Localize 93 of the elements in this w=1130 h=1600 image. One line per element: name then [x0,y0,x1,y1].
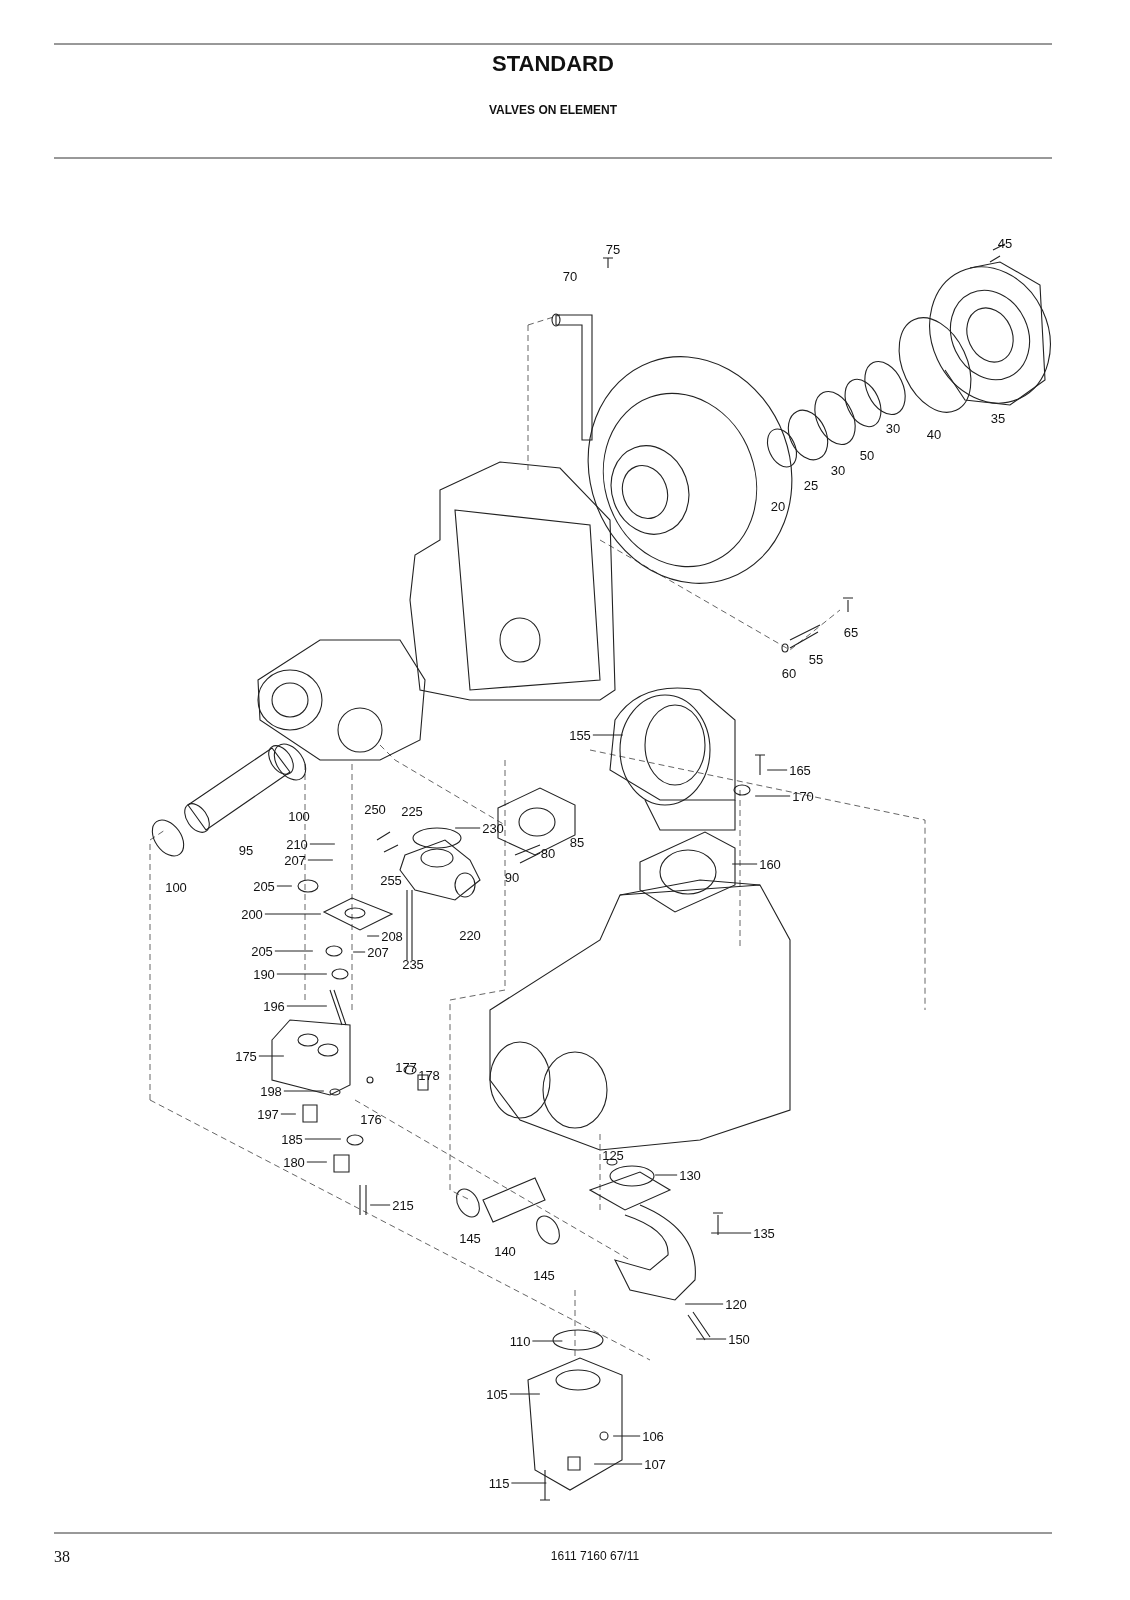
callout-number: 255 [380,872,402,888]
leader-line [366,935,380,937]
callout-number: 135 [753,1225,775,1241]
leader-line [509,1393,541,1395]
callout-number: 190 [253,966,275,982]
leader-line [593,1463,643,1465]
leader-line [307,859,334,861]
leader-line [286,1005,328,1007]
callout-number: 145 [533,1267,555,1283]
leader-line [369,1204,391,1206]
callout-number: 205 [251,943,273,959]
leader-line [684,1303,724,1305]
callout-number: 205 [253,878,275,894]
leader-line [280,1113,297,1115]
leader-line [454,827,481,829]
callout-number: 225 [401,803,423,819]
callout-number: 55 [808,651,824,667]
leader-line [612,1435,641,1437]
callout-number: 75 [605,241,621,257]
callout-number: 40 [926,426,942,442]
leader-line [283,1090,325,1092]
callout-number: 95 [238,842,254,858]
leader-line [531,1340,563,1342]
callout-number: 220 [459,927,481,943]
leader-line [304,1138,342,1140]
callout-number: 130 [679,1167,701,1183]
callout-number: 160 [759,856,781,872]
callout-number: 50 [859,447,875,463]
leader-line [710,1232,752,1234]
callout-number: 207 [284,852,306,868]
callout-number: 170 [792,788,814,804]
callout-number: 155 [569,727,591,743]
callout-number: 235 [402,956,424,972]
leader-line [654,1174,678,1176]
callout-number: 25 [803,477,819,493]
callout-number: 100 [288,808,310,824]
callout-number: 107 [644,1456,666,1472]
callout-number: 80 [540,845,556,861]
leader-line [510,1482,547,1484]
callout-number: 115 [488,1475,510,1491]
callout-number: 35 [990,410,1006,426]
callout-number: 30 [885,420,901,436]
section-subtitle: VALVES ON ELEMENT [488,102,618,118]
callout-number: 20 [770,498,786,514]
callout-number: 100 [165,879,187,895]
callout-number: 30 [830,462,846,478]
leader-line [276,885,293,887]
callout-number: 210 [286,836,308,852]
callout-number: 208 [381,928,403,944]
leader-line [592,734,624,736]
callout-number: 215 [392,1197,414,1213]
callout-number: 196 [263,998,285,1014]
callout-number: 90 [504,869,520,885]
leader-line [352,951,366,953]
callout-number: 85 [569,834,585,850]
callout-number: 70 [562,268,578,284]
document-number: 1611 7160 67/11 [550,1548,640,1564]
callout-number: 165 [789,762,811,778]
callout-number: 145 [459,1230,481,1246]
page-number: 38 [54,1548,70,1564]
callout-number: 230 [482,820,504,836]
callout-number: 197 [257,1106,279,1122]
callout-number: 198 [260,1083,282,1099]
callout-number: 250 [364,801,386,817]
leader-line [754,795,791,797]
leader-line [309,843,336,845]
leader-line [695,1338,727,1340]
callout-number: 200 [241,906,263,922]
callout-number: 65 [843,624,859,640]
callout-number: 45 [997,235,1013,251]
callout-number: 125 [602,1147,624,1163]
callout-number: 60 [781,665,797,681]
callout-number: 110 [509,1333,531,1349]
callout-number: 175 [235,1048,257,1064]
callout-number: 177 [395,1059,417,1075]
callout-number: 105 [486,1386,508,1402]
callout-number: 106 [642,1428,664,1444]
callout-number: 185 [281,1131,303,1147]
callout-number: 176 [360,1111,382,1127]
callout-number: 140 [494,1243,516,1259]
callout-number: 207 [367,944,389,960]
callout-number: 180 [283,1154,305,1170]
leader-line [274,950,314,952]
callout-number: 150 [728,1331,750,1347]
leader-line [306,1161,328,1163]
leader-line [264,913,322,915]
leader-line [731,863,758,865]
callout-number: 178 [418,1067,440,1083]
page-title: STANDARD [492,51,614,77]
leader-line [258,1055,285,1057]
leader-line [766,769,788,771]
callout-number: 120 [725,1296,747,1312]
leader-line [276,973,328,975]
